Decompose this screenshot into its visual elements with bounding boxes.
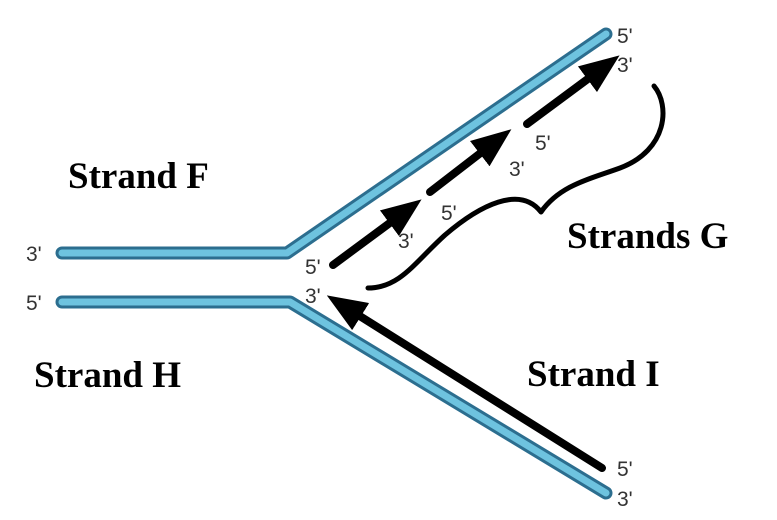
strand-i-5-end-label: 5'	[617, 458, 633, 481]
strand-h-left-end-label: 5'	[26, 292, 42, 315]
strand-h-label: Strand H	[34, 355, 181, 396]
strand-g-first-5-label: 5'	[305, 256, 321, 279]
strand-g-first-3-label: 3'	[398, 230, 414, 253]
strand-i-leading	[326, 295, 606, 472]
strand-g-second-5-label: 5'	[441, 202, 457, 225]
strand-f-top-end-label: 5'	[617, 25, 633, 48]
strand-f-label: Strand F	[68, 156, 209, 197]
strand-i-3-end-label: 3'	[305, 285, 321, 308]
strand-f-left-end-label: 3'	[26, 243, 42, 266]
strands-g-label: Strands G	[567, 216, 728, 257]
strand-h-parental	[55, 295, 613, 500]
strand-g-fragment-2	[426, 129, 512, 196]
strand-h-bottom-end-label: 3'	[617, 488, 633, 511]
strand-g-fragment-1	[329, 199, 422, 269]
strand-g-second-3-label: 3'	[509, 158, 525, 181]
strand-f-parental	[55, 27, 613, 260]
strand-g-third-5-label: 5'	[535, 132, 551, 155]
strand-g-third-3-label: 3'	[617, 54, 633, 77]
strands-g-brace	[365, 83, 666, 291]
strand-i-label: Strand I	[527, 354, 660, 395]
strand-g-fragment-3	[523, 55, 620, 128]
